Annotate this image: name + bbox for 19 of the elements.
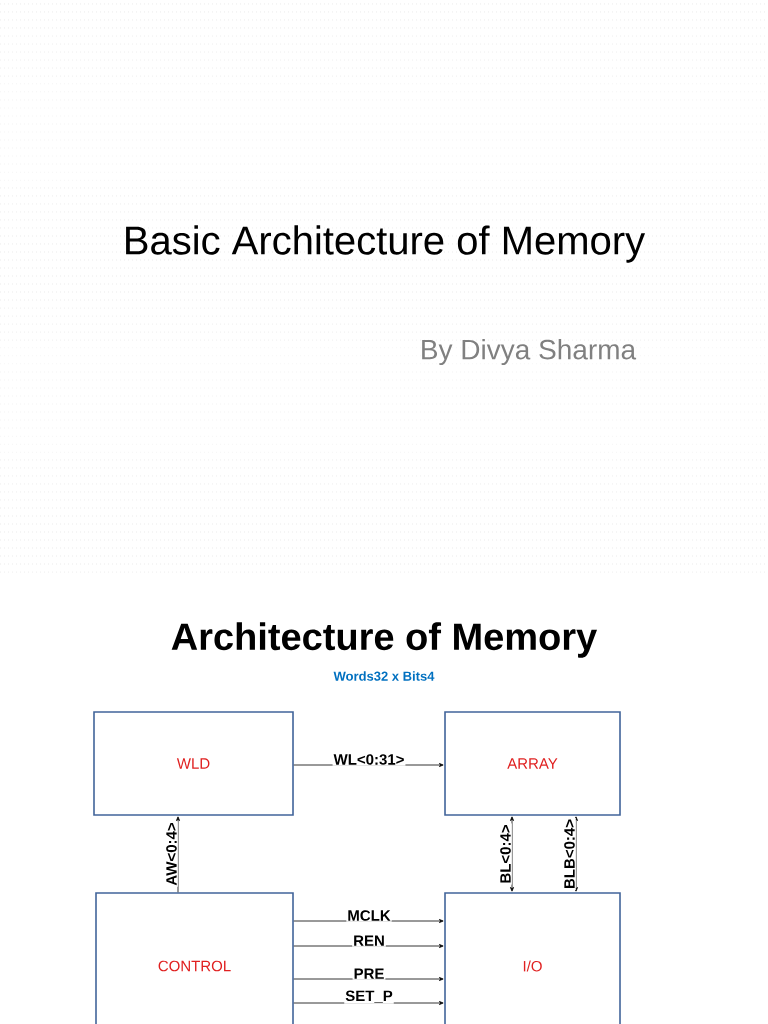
arrow (510, 816, 514, 892)
edge-label: SET_P (344, 989, 394, 1004)
block-box: CONTROL (95, 892, 294, 1024)
block-box: ARRAY (444, 711, 621, 816)
block-box: WLD (93, 711, 294, 816)
arrow (176, 816, 180, 893)
edge-label: REN (352, 934, 386, 947)
edge-label: BL<0:4> (499, 823, 512, 885)
edge-label: AW<0:4> (165, 821, 178, 887)
edge-label: MCLK (346, 909, 392, 922)
slide-title: Basic Architecture of Memory (126, 225, 646, 263)
subtitle: Words32 x Bits4 (333, 671, 435, 681)
block-box: I/O (444, 892, 621, 1024)
arrow (574, 816, 578, 892)
byline: By Divya Sharma (422, 338, 637, 366)
edge-label: BLB<0:4> (563, 818, 576, 890)
edge-label: WL<0:31> (332, 753, 406, 766)
slide-heading: Architecture of Memory (171, 622, 597, 658)
edge-label: PRE (352, 967, 386, 980)
